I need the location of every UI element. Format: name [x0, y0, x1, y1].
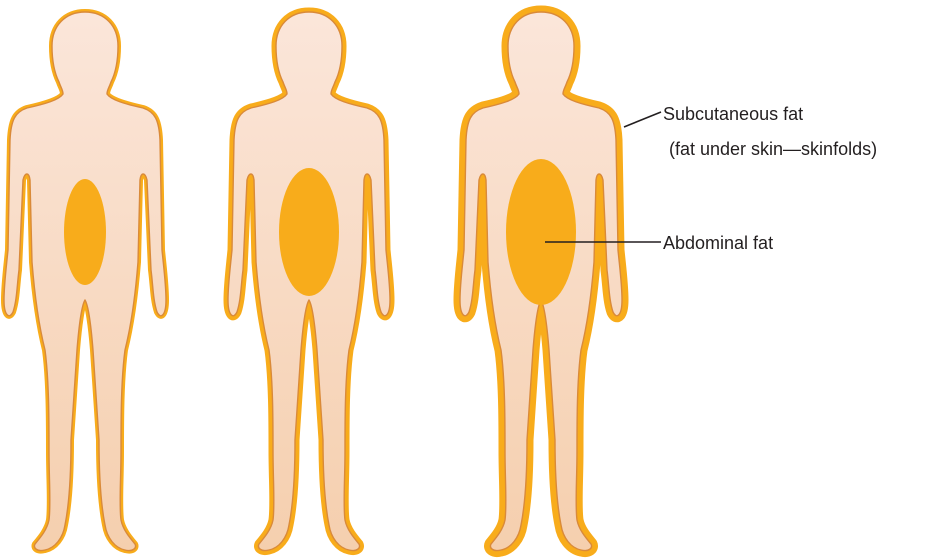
abdominal-fat-medium — [279, 168, 339, 296]
abdominal-fat-small — [64, 179, 106, 285]
figure-medium — [228, 12, 390, 551]
subcutaneous-fat-detail: (fat under skin—skinfolds) — [669, 139, 877, 159]
abdominal-fat-label: Abdominal fat — [663, 233, 773, 253]
abdominal-fat-large — [506, 159, 576, 305]
subcutaneous-leader-line — [624, 112, 661, 127]
figure-high — [460, 12, 622, 551]
figure-lean — [4, 12, 166, 551]
subcutaneous-fat-label: Subcutaneous fat — [663, 104, 803, 124]
